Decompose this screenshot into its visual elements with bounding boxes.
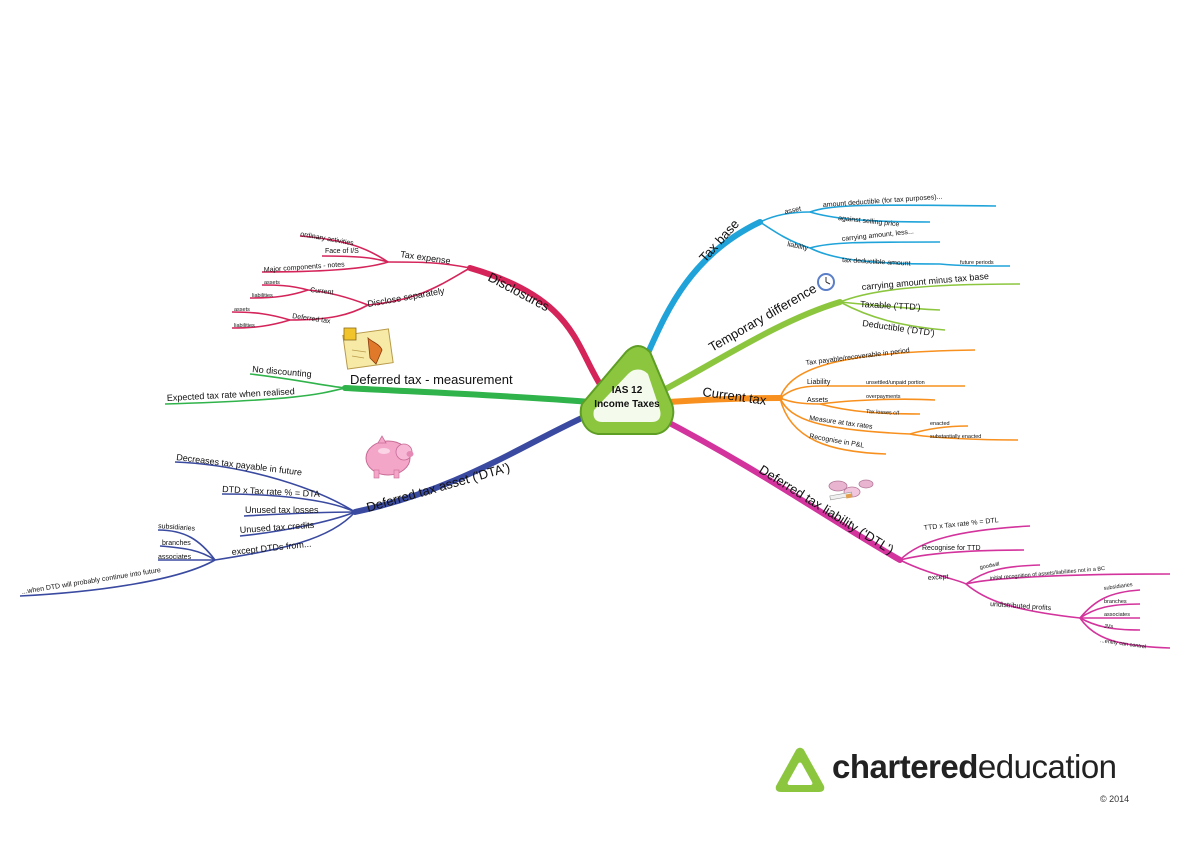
asset-deductible-label: amount deductible (for tax purposes)... — [823, 194, 943, 209]
brand-name: charterededucation — [832, 748, 1117, 786]
liability-label: liability — [787, 241, 809, 252]
measurement-label[interactable]: Deferred tax - measurement — [350, 372, 513, 387]
dta-except-label: except DTDs from... — [231, 539, 312, 557]
branch-current — [665, 395, 783, 405]
current-recognise-label: Recognise in P&L — [809, 433, 865, 450]
liabilities-2-label: liabilities — [234, 323, 255, 329]
clock-icon — [817, 273, 835, 291]
deferred-tax-label: Deferred tax — [292, 313, 332, 325]
disclosures-group — [231, 235, 471, 329]
branch-measurement — [342, 385, 593, 405]
assets-1-label: assets — [264, 280, 280, 286]
assets-2-label: assets — [234, 307, 250, 313]
tax-base-label[interactable]: Tax base — [696, 216, 742, 265]
dtl-subsidiaries-label: subsidiaries — [1103, 582, 1133, 592]
dta-branches-label: branches — [162, 540, 191, 547]
current-liability-label: Liability — [807, 379, 831, 386]
dta-credits-label: Unused tax credits — [239, 520, 315, 535]
current-group — [779, 349, 1019, 455]
dta-group — [19, 461, 356, 597]
branch-disclosures — [467, 265, 608, 395]
dtl-label[interactable]: Deferred tax liability ('DTL') — [756, 462, 896, 557]
ordinary-activities-label: ordinary activities — [300, 231, 355, 247]
branch-dtl — [657, 415, 903, 563]
temporary-item-3: Deductible ('DTD') — [862, 318, 936, 338]
tax-base-group — [759, 204, 1011, 267]
face-of-is-label: Face of I/S — [325, 248, 359, 255]
current-overpayments-label: overpayments — [866, 394, 901, 400]
dta-decreases-label: Decreases tax payable in future — [176, 452, 303, 477]
brand-name-regular: education — [977, 748, 1117, 785]
asset-selling-price-label: against selling price — [838, 215, 900, 228]
current-label: Current — [310, 287, 334, 296]
dtl-associates-label: associates — [1104, 612, 1130, 618]
current-assets-label: Assets — [807, 397, 829, 404]
temporary-item-2: Taxable ('TTD') — [860, 299, 921, 312]
center-node[interactable]: IAS 12 Income Taxes — [579, 345, 675, 435]
brand-logo: charterededucation © 2014 — [772, 742, 1172, 812]
asset-label: asset — [784, 206, 802, 216]
brand-name-bold: chartered — [832, 748, 978, 785]
current-subst-label: substantially enacted — [930, 434, 981, 440]
current-enacted-label: enacted — [930, 421, 950, 427]
dtl-jvs-label: JVs — [1104, 624, 1113, 630]
piggy-bank-icon — [365, 435, 414, 479]
center-subtitle: Income Taxes — [594, 399, 660, 410]
tax-expense-label[interactable]: Tax expense — [400, 249, 451, 266]
temporary-item-1: carrying amount minus tax base — [861, 271, 989, 292]
branch-dta — [352, 409, 598, 515]
disclose-separately-label[interactable]: Disclose separately — [367, 285, 446, 308]
dtl-entity-label: ...entity can control — [1100, 638, 1147, 650]
copyright: © 2014 — [1100, 794, 1130, 804]
temporary-group — [839, 283, 1021, 331]
center-title: IAS 12 — [612, 385, 643, 396]
dta-when-label: ...when DTD will probably continue into … — [21, 567, 161, 596]
liability-carrying-label: carrying amount, less... — [841, 228, 914, 243]
dtl-group — [899, 525, 1171, 649]
dtl-goodwill-label: goodwill — [979, 562, 1000, 571]
current-losses-label: Tax losses c/f — [866, 409, 900, 417]
dta-subsidiaries-label: subsidiaries — [158, 523, 196, 533]
no-discounting-label: No discounting — [252, 364, 312, 379]
brand-triangle-icon — [775, 747, 825, 792]
future-periods-label: future periods — [960, 260, 994, 266]
dtl-undistributed-label: undistributed profits — [990, 601, 1052, 612]
current-unsettled-label: unsettled/unpaid portion — [866, 380, 925, 386]
dtl-except-label: except — [928, 574, 949, 582]
dta-losses-label: Unused tax losses — [245, 505, 319, 515]
dta-formula-label: DTD x Tax rate % = DTA — [222, 484, 320, 499]
pills-icon — [828, 479, 874, 501]
liability-deductible-label: tax deductible amount — [842, 257, 911, 268]
dtl-recognise-label: Recognise for TTD — [922, 545, 981, 552]
current-payable-label: Tax payable/recoverable in period — [805, 347, 910, 367]
notepad-icon — [342, 327, 394, 370]
expected-rate-label: Expected tax rate when realised — [167, 386, 295, 403]
dtl-branches-label: branches — [1104, 599, 1127, 605]
dta-associates-label: associates — [158, 554, 192, 561]
liabilities-1-label: liabilities — [252, 293, 273, 299]
disclosures-label[interactable]: Disclosures — [486, 269, 553, 314]
current-tax-label[interactable]: Current tax — [702, 384, 768, 408]
center-inner-triangle — [593, 369, 661, 422]
measurement-group — [164, 373, 346, 405]
branch-temporary — [657, 299, 843, 395]
